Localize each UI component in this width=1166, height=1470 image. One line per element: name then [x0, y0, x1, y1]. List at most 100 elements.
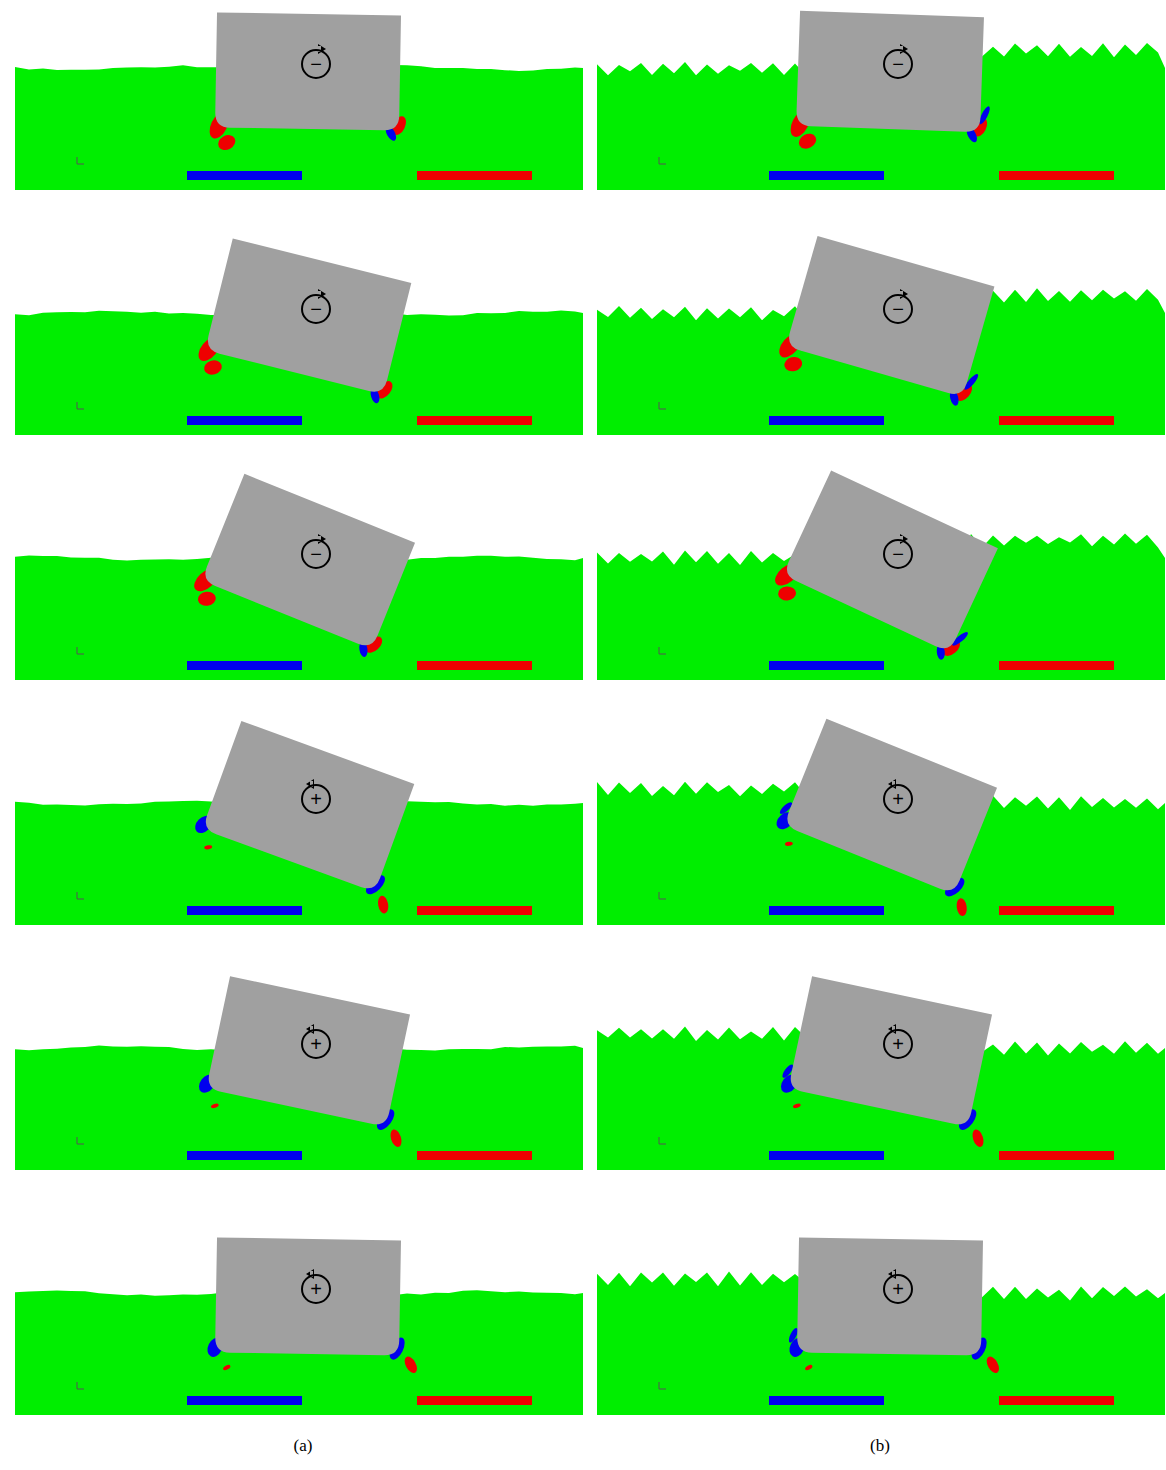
hull-group — [786, 1237, 1004, 1375]
colorbar-negative — [187, 416, 302, 425]
rotation-symbol: − — [301, 49, 331, 79]
rotation-symbol: + — [883, 1274, 913, 1304]
colorbar-positive — [999, 416, 1114, 425]
axis-triad — [659, 157, 666, 164]
colorbar-negative — [769, 171, 884, 180]
vortex-blob — [804, 1364, 813, 1371]
hull-section — [206, 976, 410, 1127]
hull-section — [201, 474, 415, 650]
rotation-sign: + — [892, 1034, 904, 1054]
vortex-blob — [785, 841, 793, 846]
rotation-sign: − — [892, 54, 904, 74]
sim-panel — [597, 715, 1165, 925]
hull-section — [202, 721, 414, 892]
sim-panel — [597, 974, 1165, 1170]
vortex-blob — [388, 1128, 403, 1148]
hull-section — [215, 12, 401, 130]
colorbar-negative — [187, 1396, 302, 1405]
hull-section — [205, 238, 411, 394]
colorbar-positive — [999, 1396, 1114, 1405]
vortex-blob — [970, 1128, 985, 1148]
vortex-blob — [377, 895, 390, 914]
sim-panel — [15, 236, 583, 435]
rotation-sign: + — [892, 1279, 904, 1299]
rotation-sign: + — [310, 789, 322, 809]
colorbar-positive — [417, 661, 532, 670]
sim-panel — [15, 470, 583, 680]
axis-triad — [77, 1382, 84, 1389]
sim-panel — [15, 717, 583, 925]
axis-triad — [77, 647, 84, 654]
rotation-sign: − — [310, 299, 322, 319]
hull-section — [215, 1237, 401, 1355]
panel-label: (a) — [294, 1436, 313, 1456]
sim-panel — [15, 974, 583, 1170]
rotation-sign: + — [310, 1279, 322, 1299]
axis-triad — [659, 402, 666, 409]
colorbar-negative — [187, 661, 302, 670]
hull-group — [766, 715, 1016, 920]
vortex-blob — [955, 898, 967, 917]
rotation-symbol: + — [301, 1029, 331, 1059]
rotation-sign: + — [892, 789, 904, 809]
rotation-symbol: − — [883, 294, 913, 324]
colorbar-negative — [187, 171, 302, 180]
rotation-symbol: − — [883, 49, 913, 79]
sim-panel — [597, 11, 1165, 190]
rotation-symbol: + — [301, 784, 331, 814]
colorbar-negative — [769, 1396, 884, 1405]
axis-triad — [77, 402, 84, 409]
colorbar-positive — [417, 906, 532, 915]
sim-panel — [597, 467, 1165, 681]
axis-triad — [659, 1382, 666, 1389]
hull-group — [774, 974, 1013, 1150]
colorbar-positive — [417, 171, 532, 180]
rotation-symbol: + — [883, 1029, 913, 1059]
rotation-symbol: + — [883, 784, 913, 814]
hull-group — [183, 470, 424, 676]
vortex-blob — [204, 845, 213, 850]
colorbar-negative — [769, 906, 884, 915]
hull-section — [796, 11, 984, 132]
axis-triad — [659, 1137, 666, 1144]
vortex-blob — [215, 132, 238, 153]
sim-panel — [597, 233, 1165, 435]
vortex-blob — [777, 586, 796, 602]
rotation-sign: + — [310, 1034, 322, 1054]
axis-triad — [77, 1137, 84, 1144]
colorbar-negative — [769, 1151, 884, 1160]
axis-triad — [659, 647, 666, 654]
sim-panel — [15, 12, 583, 190]
hull-group — [186, 717, 434, 917]
hull-section — [786, 236, 995, 397]
vortex-blob — [783, 355, 804, 373]
hull-group — [192, 974, 431, 1150]
hull-section — [797, 1237, 983, 1355]
hull-group — [786, 11, 995, 159]
rotation-sign: − — [310, 544, 322, 564]
vortex-blob — [210, 1103, 219, 1109]
axis-triad — [659, 892, 666, 899]
vortex-blob — [792, 1103, 801, 1109]
rotation-sign: − — [892, 299, 904, 319]
vortex-blob — [984, 1355, 1001, 1376]
vortex-blob — [202, 358, 223, 376]
vortex-blob — [197, 591, 217, 607]
rotation-symbol: − — [301, 294, 331, 324]
axis-triad — [77, 892, 84, 899]
hull-group — [763, 467, 1007, 681]
hull-group — [770, 233, 1005, 424]
colorbar-positive — [999, 171, 1114, 180]
panel-label: (b) — [870, 1436, 890, 1456]
colorbar-positive — [999, 906, 1114, 915]
hull-group — [204, 1237, 422, 1375]
sim-panel — [597, 1237, 1165, 1415]
rotation-symbol: − — [301, 539, 331, 569]
colorbar-negative — [187, 1151, 302, 1160]
sim-panel — [15, 1237, 583, 1415]
colorbar-negative — [187, 906, 302, 915]
hull-group — [190, 236, 421, 421]
colorbar-positive — [417, 416, 532, 425]
